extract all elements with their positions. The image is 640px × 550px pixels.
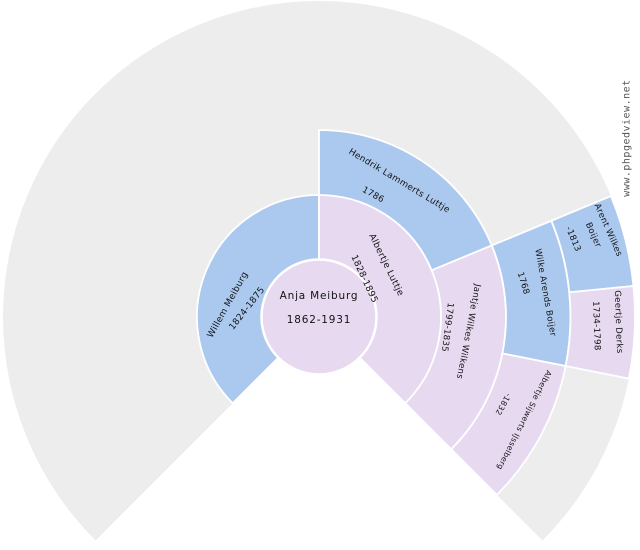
fan-sector-geertje-derks[interactable] — [564, 285, 636, 380]
label-name-geertje-derks: Geertje Derks — [612, 290, 624, 354]
phpgedview-watermark: www.phpgedview.net — [621, 79, 633, 197]
label-name-anja-meiburg: Anja Meiburg — [280, 290, 359, 302]
label-dates-anja-meiburg: 1862-1931 — [287, 314, 351, 326]
fan-sector-albertje-sijwerts-ijsselberg[interactable] — [449, 352, 567, 497]
fan-center-anja-meiburg[interactable] — [260, 258, 378, 376]
label-dates-geertje-derks: 1734-1798 — [590, 301, 602, 351]
